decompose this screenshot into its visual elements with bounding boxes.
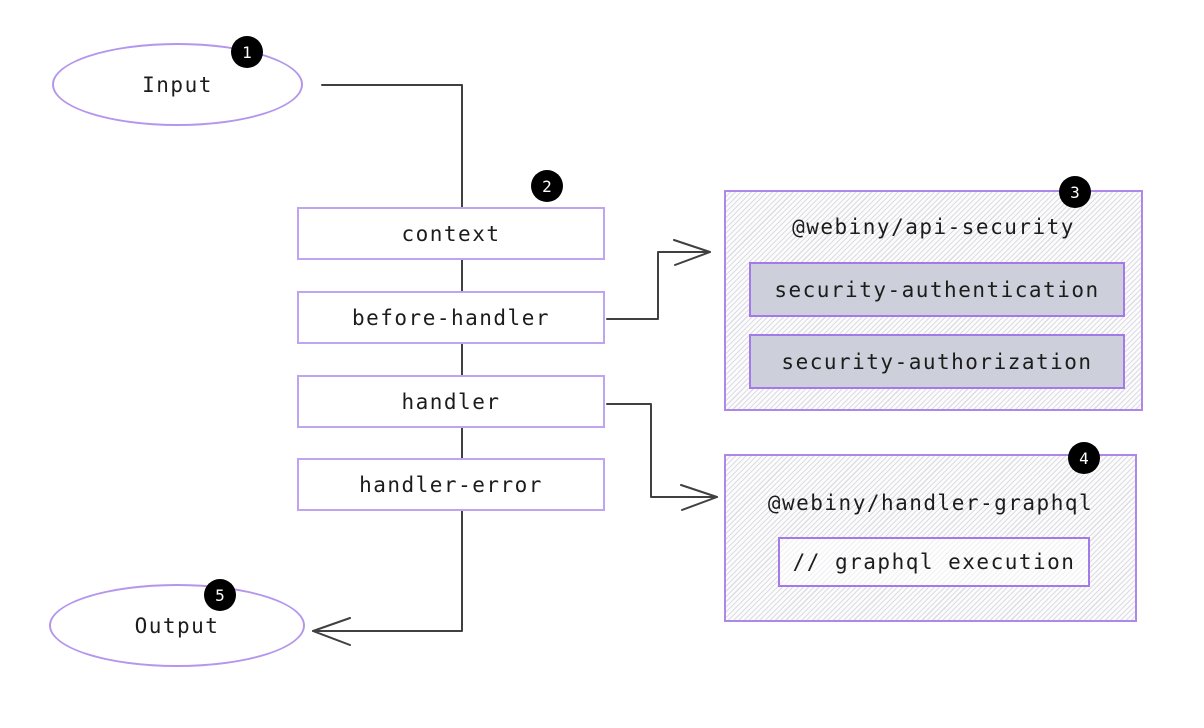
package-handler-graphql: @webiny/handler-graphql // graphql execu… [724, 454, 1137, 622]
output-label: Output [134, 613, 220, 638]
plugin-label: security-authentication [774, 277, 1100, 302]
arrowhead-graphql [680, 484, 718, 511]
badge-2: 2 [531, 170, 563, 202]
flow-line-main [312, 84, 463, 632]
input-node: Input [52, 43, 303, 126]
badge-1: 1 [231, 36, 263, 68]
step-context: context [297, 207, 605, 260]
step-label: before-handler [351, 305, 550, 330]
arrow-handler-to-graphql [606, 403, 718, 498]
code-comment-box: // graphql execution [778, 537, 1090, 587]
step-label: context [401, 221, 501, 246]
plugin-label: security-authorization [781, 349, 1093, 374]
step-label: handler [401, 389, 501, 414]
arrowhead-output [312, 617, 351, 646]
step-label: handler-error [359, 472, 543, 497]
step-before-handler: before-handler [297, 291, 605, 344]
output-node: Output [49, 584, 305, 667]
step-handler: handler [297, 375, 605, 428]
badge-4: 4 [1068, 442, 1100, 474]
badge-5: 5 [204, 579, 236, 611]
step-handler-error: handler-error [297, 458, 605, 511]
code-comment-label: // graphql execution [792, 550, 1076, 574]
package-title: @webiny/handler-graphql [767, 491, 1094, 515]
arrowhead-security [673, 239, 711, 266]
input-label: Input [142, 72, 213, 97]
plugin-security-authorization: security-authorization [749, 334, 1125, 389]
badge-3: 3 [1059, 176, 1091, 208]
package-api-security: @webiny/api-security security-authentica… [724, 190, 1143, 411]
package-title: @webiny/api-security [792, 215, 1075, 239]
arrow-before-handler-to-security [606, 251, 711, 320]
plugin-security-authentication: security-authentication [749, 262, 1125, 317]
